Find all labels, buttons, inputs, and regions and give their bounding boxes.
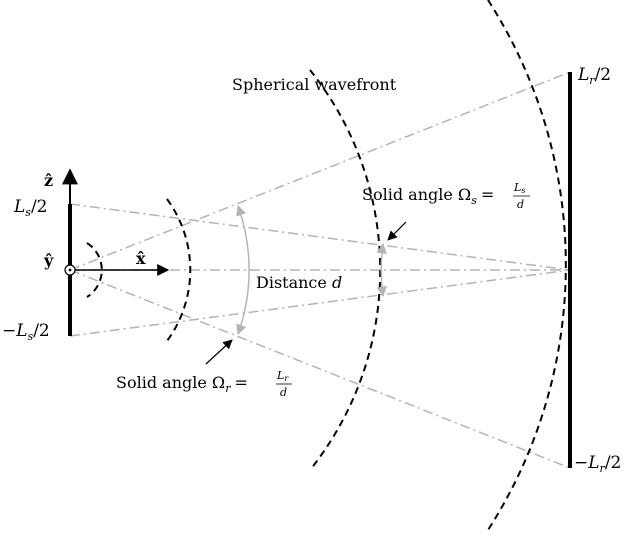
pointer-solid-angle-s [387,221,407,241]
wavefronts [86,0,567,531]
distance-text: Distance [256,273,327,292]
equals-s: = [481,185,494,204]
ls-bottom-L: L [15,321,27,341]
solid-angle-s-arc [376,242,387,298]
lr-top-label: Lr/2 [577,65,611,87]
ls-bottom-tail: /2 [33,321,50,341]
wavefront-label: Spherical wavefront [232,75,397,94]
lr-top-sub: r [589,74,595,87]
ls-top-L: L [13,197,25,217]
omega-r-sub: r [225,382,231,395]
lr-bottom-sign: − [574,453,588,473]
ray-source-to-receiver-bottom [69,269,571,469]
axis-y-label: ŷ [43,251,54,270]
axis-z-label: ẑ [44,171,53,190]
wavefront-arc-4 [487,0,567,531]
frac-s-num-sub: s [521,186,525,195]
wavefront-arc-2 [166,198,192,342]
ls-top-tail: /2 [31,197,48,217]
solid-angle-s-text: Solid angle [362,185,453,204]
solid-angle-s-label: Solid angle Ωs = [362,185,494,207]
lr-bottom-label: −Lr/2 [574,453,621,475]
fraction-r-denominator: d [280,386,287,399]
wavefront-arc-3 [309,69,382,471]
ls-top-label: Ls/2 [13,197,48,219]
equals-r: = [234,373,247,392]
fraction-s: Ls d [513,181,530,211]
lr-top-tail: /2 [595,65,612,85]
omega-s-symbol: Ω [458,185,471,204]
lr-bottom-sub: r [600,462,606,475]
lr-bottom-L: L [587,453,599,473]
solid-angle-r-label: Solid angle Ωr= [116,373,248,395]
omega-r-symbol: Ω [212,373,225,392]
axis-x-label: x̂ [136,249,146,268]
frac-r-num: L [276,369,284,382]
omega-s-sub: s [471,194,477,207]
frac-r-num-sub: r [284,374,289,383]
ls-bottom-sign: − [2,321,16,341]
fraction-s-denominator: d [517,198,524,211]
ray-source-to-receiver-top [69,71,571,271]
lr-top-L: L [577,65,589,85]
ray-source-top-to-receiver-center [69,203,571,271]
solid-angle-r-arc [236,205,250,335]
ray-source-bottom-to-receiver-center [69,269,571,337]
distance-label: Distance d [256,273,342,292]
solid-angle-r-text: Solid angle [116,373,207,392]
lr-bottom-tail: /2 [605,453,622,473]
distance-symbol: d [332,273,342,292]
ls-bottom-sub: s [28,330,34,343]
fraction-s-numerator: Ls [513,181,525,195]
frac-s-num: L [513,181,521,194]
fraction-r-numerator: Lr [276,369,289,383]
ls-bottom-label: −Ls/2 [2,321,50,343]
pointer-solid-angle-r [205,339,233,365]
ls-top-sub: s [25,206,31,219]
fraction-r: Lr d [276,369,292,399]
y-axis-dot [68,268,72,272]
